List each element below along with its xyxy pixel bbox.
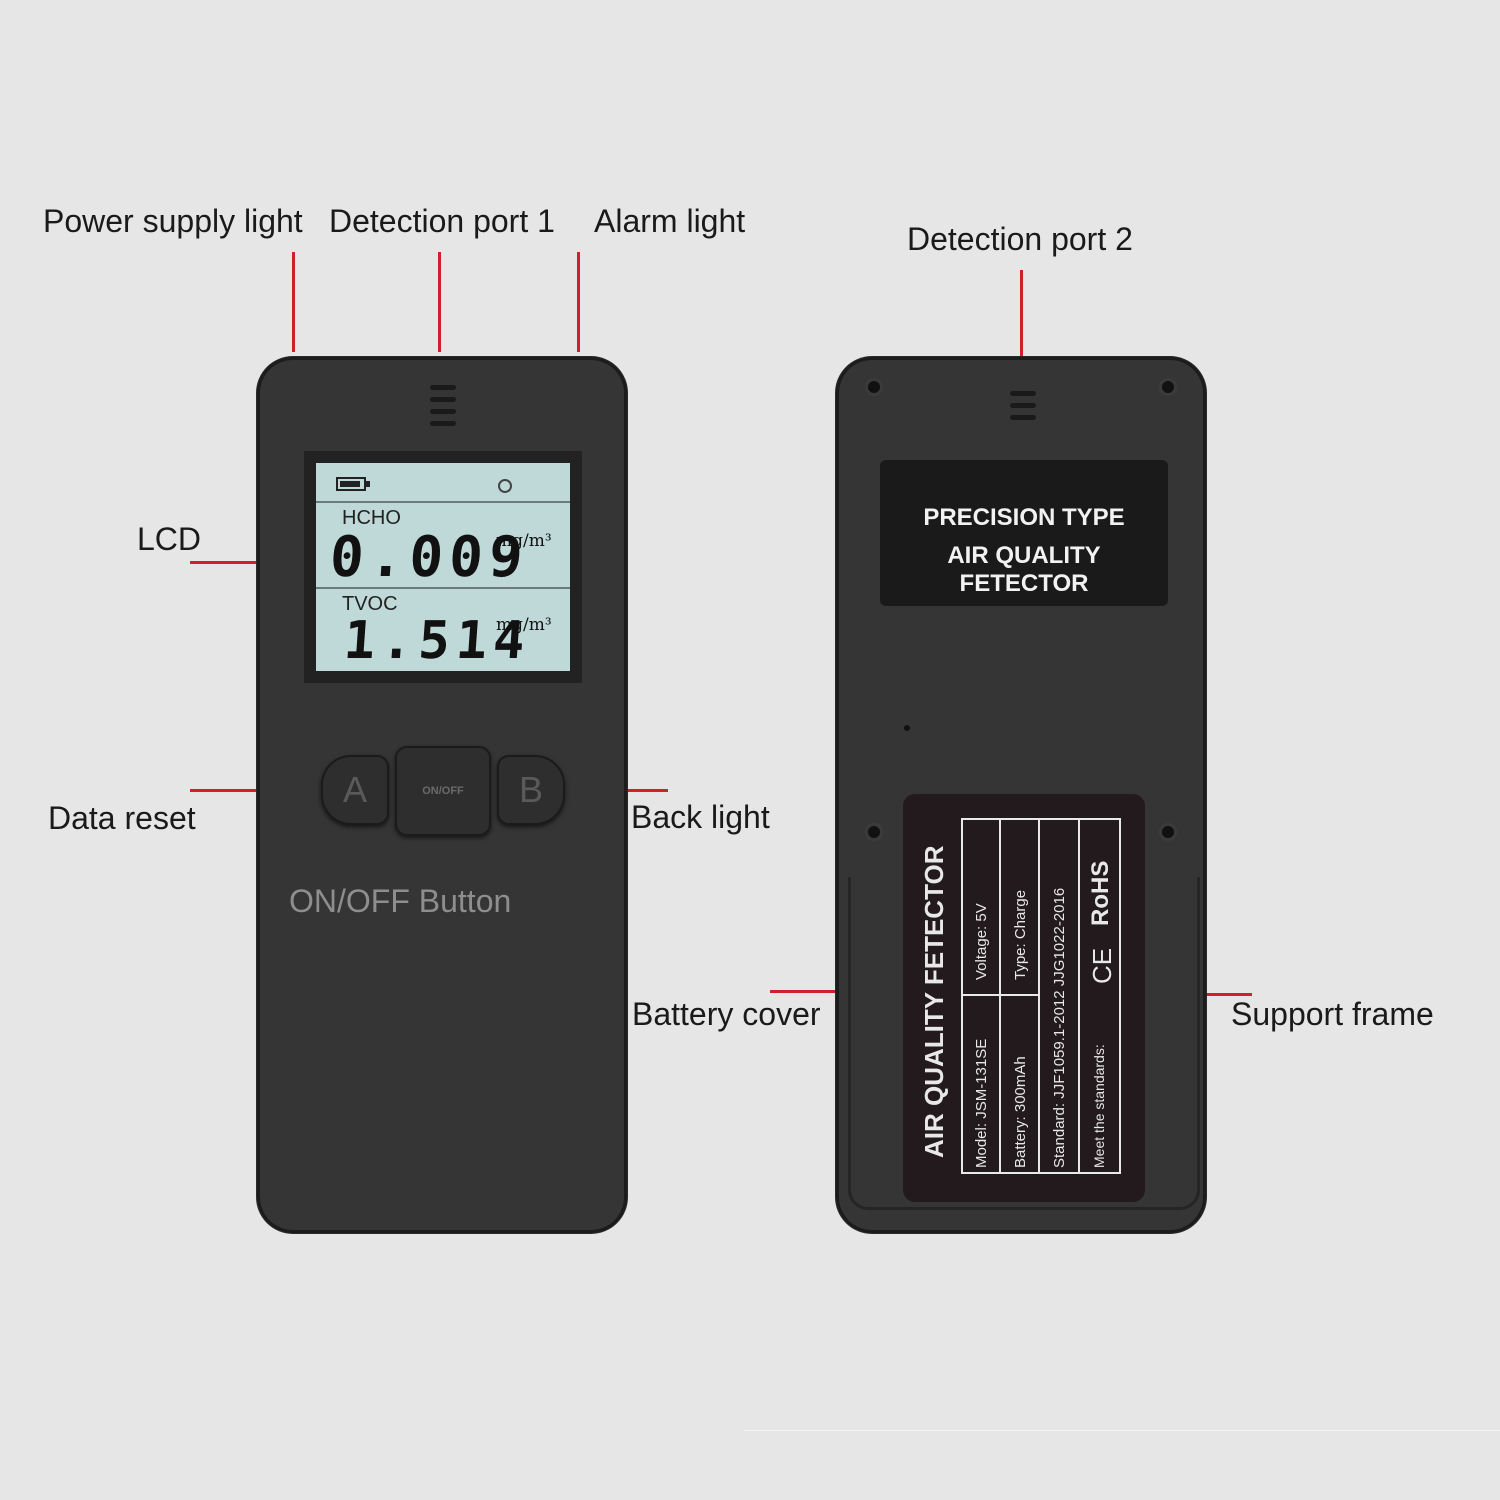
leader-support-frame — [1200, 993, 1252, 996]
badge-line-2: AIR QUALITY FETECTOR — [947, 542, 1101, 597]
device-back: PRECISION TYPE AIR QUALITY FETECTOR AIR … — [836, 357, 1206, 1233]
leader-data-reset — [190, 789, 312, 792]
on-off-label: ON/OFF — [422, 785, 464, 797]
rohs-mark: RoHS — [1087, 860, 1114, 926]
callout-support-frame: Support frame — [1231, 996, 1434, 1032]
screw — [1158, 377, 1178, 397]
detection-port-2-grille-line — [1010, 415, 1036, 420]
lcd-screen: HCHO 0.009 mg/m³ TVOC 1.514 mg/m³ — [316, 463, 570, 671]
callout-lcd: LCD — [137, 521, 202, 557]
product-badge: PRECISION TYPE AIR QUALITY FETECTOR — [880, 460, 1168, 606]
speaker-grille-line — [430, 409, 456, 414]
screw — [864, 377, 884, 397]
spec-frame-col — [1038, 818, 1040, 1172]
on-off-button[interactable]: ON/OFF — [395, 746, 491, 836]
lcd-bezel: HCHO 0.009 mg/m³ TVOC 1.514 mg/m³ — [304, 451, 582, 683]
speaker-grille-line — [430, 397, 456, 402]
button-a-label: A — [342, 769, 367, 810]
battery-icon — [336, 477, 370, 491]
screw — [1158, 822, 1178, 842]
detection-port-2-grille — [1010, 391, 1036, 396]
floor-line — [744, 1430, 1500, 1431]
callout-power-supply-light: Power supply light — [43, 203, 303, 239]
plate-battery: Battery: 300mAh — [1012, 1056, 1029, 1168]
detection-port-2-grille-line — [1010, 403, 1036, 408]
lcd-hcho-unit: mg/m³ — [496, 531, 552, 551]
plate-voltage: Voltage: 5V — [973, 903, 990, 980]
leader-alarm-light — [577, 252, 580, 352]
plate-title: AIR QUALITY FETECTOR — [919, 845, 949, 1159]
spec-frame-mid — [961, 994, 1039, 996]
plate-model: Model: JSM-131SE — [973, 1038, 990, 1168]
device-front: HCHO 0.009 mg/m³ TVOC 1.514 mg/m³ A ON/O… — [257, 357, 627, 1233]
callout-back-light: Back light — [631, 799, 770, 835]
plate-standard: Standard: JJF1059.1-2012 JJG1022-2016 — [1051, 887, 1068, 1168]
callout-data-reset: Data reset — [48, 800, 196, 836]
callout-alarm-light: Alarm light — [594, 203, 746, 239]
smiley-icon — [498, 479, 512, 493]
back-light-button[interactable]: B — [497, 755, 565, 825]
on-off-caption: ON/OFF Button — [289, 883, 512, 919]
ce-mark: CE — [1087, 947, 1117, 984]
lcd-tvoc-unit: mg/m³ — [496, 615, 552, 635]
lcd-hcho-label: HCHO — [342, 507, 401, 529]
spec-frame-col — [1078, 818, 1080, 1172]
callout-battery-cover: Battery cover — [632, 996, 821, 1032]
leader-detection-port-2 — [1020, 270, 1023, 370]
button-b-label: B — [518, 769, 543, 810]
leader-lcd — [190, 561, 323, 564]
pin-hole — [904, 725, 910, 731]
lcd-tvoc-label: TVOC — [342, 593, 398, 615]
screw — [864, 822, 884, 842]
battery-cover-label: AIR QUALITY FETECTOR Model: JSM-131SE Vo… — [903, 794, 1145, 1202]
badge-line-1: PRECISION TYPE — [923, 504, 1125, 531]
plate-meet-standards: Meet the standards: — [1091, 1044, 1107, 1168]
lcd-divider — [316, 587, 570, 589]
lcd-divider — [316, 501, 570, 503]
data-reset-button[interactable]: A — [321, 755, 389, 825]
callout-detection-port-1: Detection port 1 — [329, 203, 555, 239]
support-frame — [848, 877, 1200, 1210]
speaker-grille — [430, 385, 456, 390]
plate-type: Type: Charge — [1012, 889, 1029, 980]
leader-detection-port-1 — [438, 252, 441, 352]
callout-detection-port-2: Detection port 2 — [907, 221, 1133, 257]
spec-frame — [961, 818, 1121, 1174]
leader-power-supply-light — [292, 252, 295, 352]
speaker-grille-line — [430, 421, 456, 426]
